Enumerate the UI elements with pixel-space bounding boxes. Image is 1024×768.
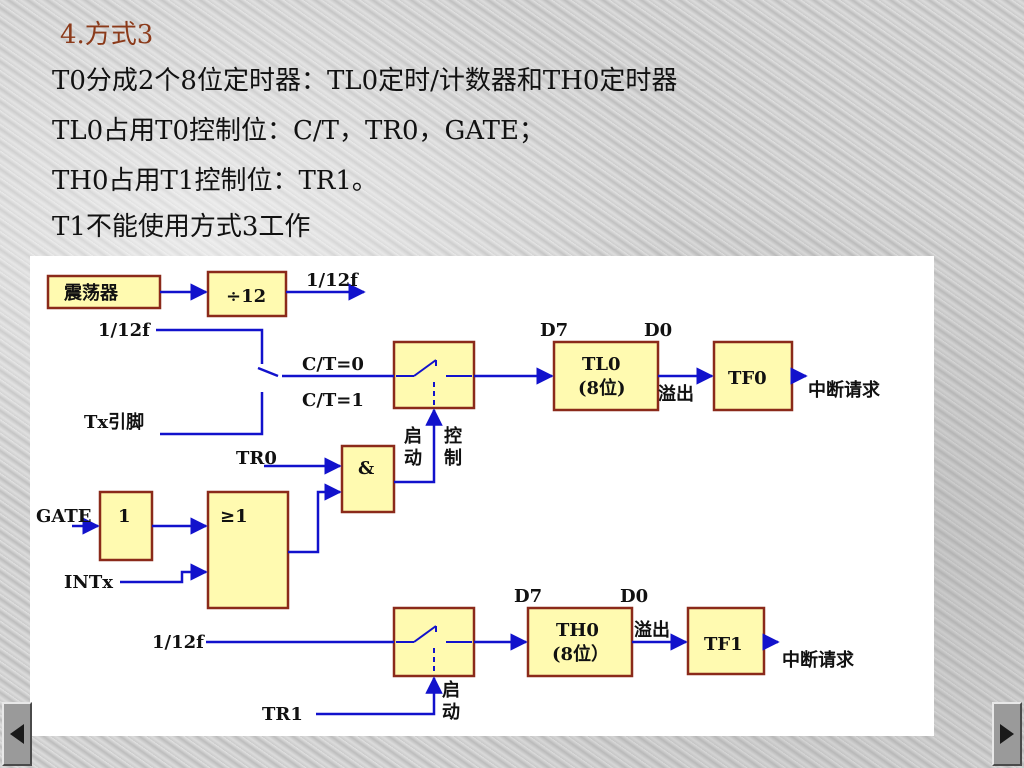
and-gate	[340, 444, 396, 514]
irq-bottom-label: 中断请求	[782, 649, 855, 671]
not-gate	[98, 490, 154, 562]
move-char: 动	[404, 448, 422, 469]
text-line-3: TH0占用T1控制位：TR1。	[52, 166, 378, 196]
divider-box	[206, 270, 288, 318]
tl0-bits: (8位)	[578, 377, 626, 399]
irq-top-label: 中断请求	[808, 379, 881, 401]
or-gate	[206, 490, 290, 610]
tl0-register	[552, 340, 660, 412]
move-char-2: 动	[442, 702, 460, 723]
prev-slide-button[interactable]	[2, 702, 32, 766]
d7-top-label: D7	[540, 320, 568, 341]
th0-name: TH0	[556, 620, 599, 641]
next-slide-button[interactable]	[992, 702, 1022, 766]
ct0-label: C/T=0	[302, 354, 364, 375]
freq-in-top-label: 1/12f	[98, 320, 151, 341]
not-gate-label: 1	[118, 506, 131, 527]
freq-in-bottom-label: 1/12f	[152, 632, 205, 653]
d0-bottom-label: D0	[620, 586, 648, 607]
intx-label: INTx	[64, 572, 113, 593]
triangle-right-icon	[998, 723, 1016, 745]
divider-label: ÷12	[226, 286, 266, 307]
freq-out-label: 1/12f	[306, 270, 359, 291]
th0-register	[526, 606, 634, 678]
start-char: 启	[404, 425, 422, 447]
tf1-flag	[686, 606, 766, 676]
d7-bottom-label: D7	[514, 586, 542, 607]
slide-heading: 4.方式3	[60, 20, 154, 50]
tr0-label: TR0	[236, 448, 277, 469]
oscillator-box	[46, 274, 162, 310]
timer-mode3-diagram: 震荡器 ÷12 1/12f 1/12f C/T=0 C/T=1 Tx引脚 D7 …	[30, 256, 934, 736]
tr1-label: TR1	[262, 704, 303, 725]
oscillator-label: 震荡器	[64, 282, 119, 304]
d0-top-label: D0	[644, 320, 672, 341]
tx-pin-label: Tx引脚	[84, 412, 144, 433]
start-char-2: 启	[442, 679, 460, 701]
triangle-left-icon	[8, 723, 26, 745]
tl0-name: TL0	[582, 354, 621, 375]
or-gate-label: ≥1	[220, 506, 248, 527]
text-line-1: T0分成2个8位定时器：TL0定时/计数器和TH0定时器	[52, 66, 678, 96]
ctrl-char: 控	[444, 425, 462, 447]
text-line-2: TL0占用T0控制位：C/T，TR0，GATE；	[52, 116, 545, 146]
th0-bits: (8位）	[552, 643, 609, 665]
overflow-top-label: 溢出	[658, 383, 694, 405]
overflow-bottom-label: 溢出	[634, 619, 670, 641]
make-char: 制	[444, 448, 462, 469]
gate-label: GATE	[36, 506, 91, 527]
and-gate-label: &	[358, 458, 374, 479]
text-line-4: T1不能使用方式3工作	[52, 212, 311, 242]
tf1-label: TF1	[704, 634, 743, 655]
tf0-label: TF0	[728, 368, 767, 389]
ct1-label: C/T=1	[302, 390, 364, 411]
